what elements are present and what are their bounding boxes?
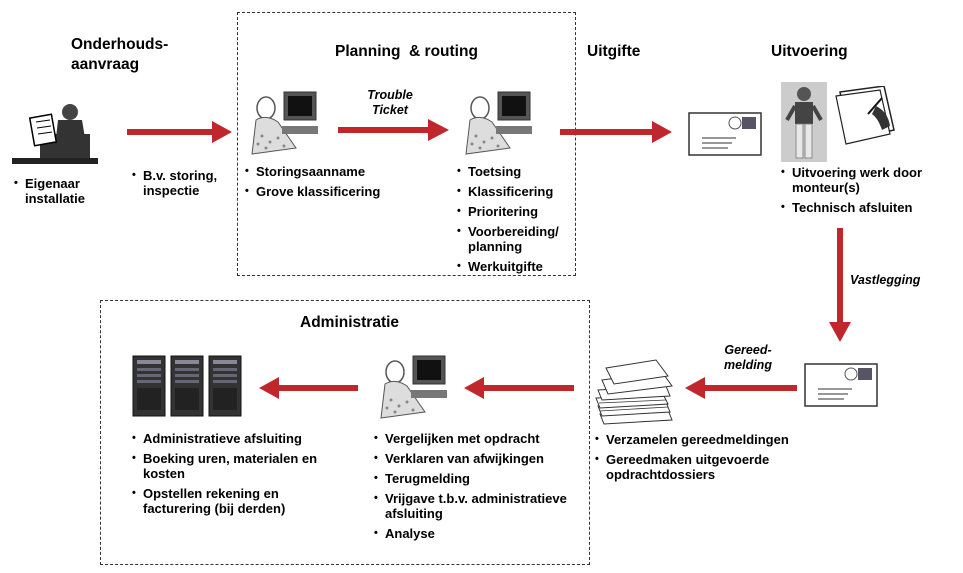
list-item: Eigenaar installatie xyxy=(14,176,104,206)
list-item: Klassificering xyxy=(457,184,582,199)
trouble-ticket-label: Trouble Ticket xyxy=(367,88,413,117)
list-item: Technisch afsluiten xyxy=(781,200,951,215)
list-item: Uitvoering werk door monteur(s) xyxy=(781,165,951,195)
arrow-gereedmelding-left xyxy=(685,377,797,399)
operator-computer-icon xyxy=(251,91,318,155)
verzamelen-list: Verzamelen gereedmeldingen Gereedmaken u… xyxy=(595,432,815,487)
list-item: Voorbereiding/ planning xyxy=(457,224,576,254)
arrow-planning-to-uitgifte xyxy=(560,121,672,143)
administratie-left-list: Administratieve afsluiting Boeking uren,… xyxy=(132,431,332,521)
owner-reading-icon xyxy=(12,104,98,164)
paper-stack-icon xyxy=(595,359,673,425)
aanvraag-note-list: B.v. storing, inspectie xyxy=(132,168,232,203)
planning-routing-box xyxy=(237,12,576,276)
mechanic-icon xyxy=(781,82,827,162)
uitvoering-list: Uitvoering werk door monteur(s) Technisc… xyxy=(781,165,951,220)
signing-hand-icon xyxy=(835,86,895,145)
list-item: Vergelijken met opdracht xyxy=(374,431,594,446)
arrow-to-administratie xyxy=(464,377,574,399)
aanvraag-list: Eigenaar installatie xyxy=(14,176,104,211)
list-item: B.v. storing, inspectie xyxy=(132,168,232,198)
arrow-aanvraag-to-planning xyxy=(127,121,232,143)
list-item: Verzamelen gereedmeldingen xyxy=(595,432,815,447)
list-item: Gereedmaken uitgevoerde opdrachtdossiers xyxy=(595,452,815,482)
list-item: Administratieve afsluiting xyxy=(132,431,332,446)
planning-left-list: Storingsaanname Grove klassificering xyxy=(245,164,415,204)
planning-right-list: Toetsing Klassificering Prioritering Voo… xyxy=(457,164,582,279)
vastlegging-label: Vastlegging xyxy=(850,273,921,287)
planning-title: Planning & routing xyxy=(335,43,478,60)
list-item: Vrijgave t.b.v. administratieve afsluiti… xyxy=(374,491,591,521)
operator-computer-icon xyxy=(465,91,532,155)
administratie-middle-list: Vergelijken met opdracht Verklaren van a… xyxy=(374,431,594,546)
envelope-icon xyxy=(688,112,762,156)
list-item: Verklaren van afwijkingen xyxy=(374,451,594,466)
uitvoering-title: Uitvoering xyxy=(771,43,848,60)
administratie-title: Administratie xyxy=(300,314,400,331)
operator-computer-icon xyxy=(380,355,447,419)
list-item: Analyse xyxy=(374,526,594,541)
list-item: Werkuitgifte xyxy=(457,259,582,274)
list-item: Terugmelding xyxy=(374,471,594,486)
list-item: Prioritering xyxy=(457,204,582,219)
arrow-ticket xyxy=(338,119,449,141)
list-item: Opstellen rekening en facturering (bij d… xyxy=(132,486,323,516)
server-rack-icon xyxy=(132,355,242,417)
aanvraag-title: Onderhouds- aanvraag xyxy=(71,36,169,73)
arrow-to-servers xyxy=(259,377,358,399)
list-item: Toetsing xyxy=(457,164,582,179)
list-item: Boeking uren, materialen en kosten xyxy=(132,451,323,481)
arrow-vastlegging-down xyxy=(829,228,851,342)
list-item: Grove klassificering xyxy=(245,184,415,199)
list-item: Storingsaanname xyxy=(245,164,415,179)
uitgifte-title: Uitgifte xyxy=(587,43,641,60)
envelope-icon xyxy=(804,363,878,407)
gereedmelding-label: Gereed- melding xyxy=(724,343,772,372)
